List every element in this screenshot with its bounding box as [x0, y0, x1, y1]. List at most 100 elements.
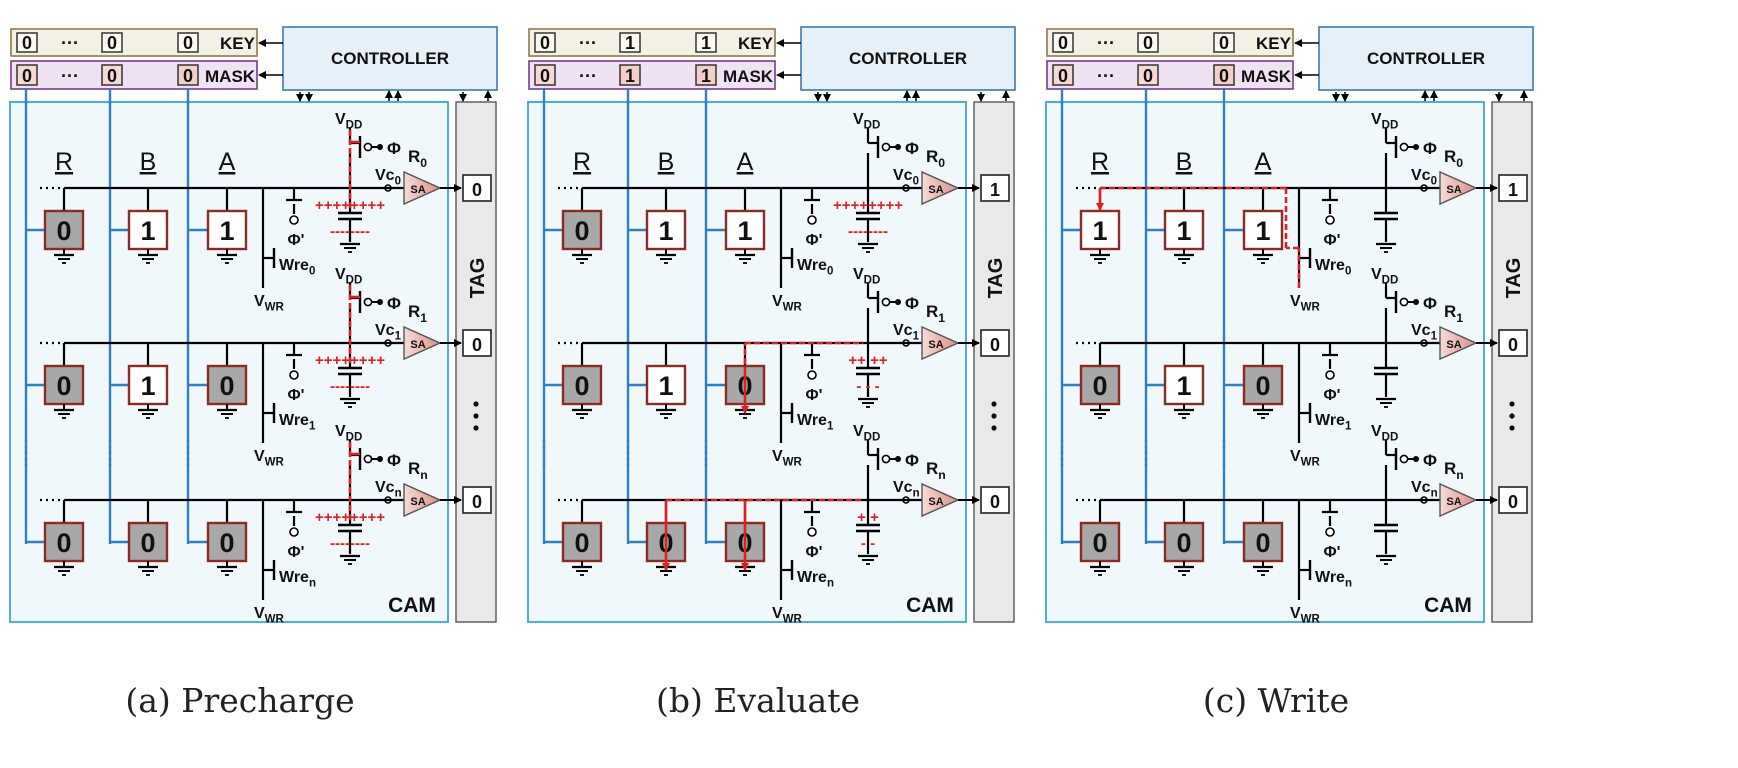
vc-label-0: Vc0	[893, 167, 919, 187]
tag-bit-2: 0	[472, 492, 482, 512]
cam-label: CAM	[388, 594, 436, 617]
wre-label-2-main: Wre	[1315, 569, 1345, 586]
cam-label: CAM	[906, 594, 954, 617]
vwr-label-2-sub: WR	[783, 613, 803, 625]
cam-cell-r0c1: 1	[658, 216, 673, 246]
vwr-label-0-main: V	[772, 293, 783, 310]
pmos-bubble	[1399, 454, 1409, 464]
tag-bit-box	[462, 486, 492, 514]
vc-label-0-main: Vc	[1411, 167, 1431, 184]
vc-label-1-main: Vc	[1411, 322, 1431, 339]
wre-label-2: Wren	[797, 569, 834, 589]
r-label-2: Rn	[1444, 459, 1464, 482]
key-bit-1: 0	[1143, 33, 1153, 53]
key-register	[1046, 28, 1294, 57]
key-bit-box	[534, 32, 556, 53]
tag-vdots	[1509, 413, 1515, 419]
wre-label-0-main: Wre	[279, 257, 309, 274]
vc-label-2-sub: n	[913, 487, 920, 499]
vwr-label-2: VWR	[772, 605, 803, 625]
phi-prime-label-1: Φ'	[806, 387, 823, 404]
key-bit-0: 0	[1058, 33, 1068, 53]
vwr-label-1: VWR	[1290, 448, 1321, 468]
vdd-label-0-main: V	[1371, 111, 1382, 128]
mask-bit-box	[101, 64, 123, 86]
wre-label-0-sub: 0	[309, 265, 315, 277]
mask-bit-0: 0	[22, 66, 32, 86]
phi-dot	[377, 299, 383, 305]
mask-label: MASK	[1241, 67, 1292, 86]
tag-vdots	[991, 425, 997, 431]
wre-label-0: Wre0	[797, 257, 833, 277]
vwr-label-2-main: V	[254, 605, 265, 622]
phi-prime-label-1: Φ'	[1324, 387, 1341, 404]
key-bit-box	[177, 32, 199, 53]
sense-amplifier	[1439, 170, 1478, 206]
cam-label: CAM	[1424, 594, 1472, 617]
vdd-label-0-main: V	[853, 111, 864, 128]
tag-label: TAG	[467, 258, 489, 299]
key-bit-box	[1137, 32, 1159, 53]
r-label-1-sub: 1	[420, 311, 427, 325]
vwr-label-0-sub: WR	[1301, 301, 1321, 313]
cam-cell-r1c0: 0	[574, 371, 589, 401]
charge-minus: --------	[848, 223, 888, 240]
key-label: KEY	[738, 34, 774, 53]
wre-label-1-sub: 1	[309, 420, 316, 432]
phi-prime-bubble	[807, 527, 817, 537]
sense-amplifier	[921, 325, 960, 361]
vwr-label-2: VWR	[1290, 605, 1321, 625]
column-header-B: B	[658, 148, 675, 176]
vc-label-0-sub: 0	[913, 175, 919, 187]
vc-label-2: Vcn	[375, 479, 402, 499]
phi-label-2: Φ	[905, 451, 919, 470]
phi-label-2: Φ	[387, 451, 401, 470]
cam-cell-r0c1: 1	[140, 216, 155, 246]
wre-label-1-main: Wre	[797, 412, 827, 429]
cam-cell-box	[645, 364, 687, 406]
sa-label: SA	[1446, 184, 1461, 196]
mask-bit-0: 0	[1058, 66, 1068, 86]
pmos-bubble	[881, 142, 891, 152]
controller-label: CONTROLLER	[849, 49, 967, 68]
panel-caption-1: (b) Evaluate	[656, 681, 860, 720]
phi-label-1: Φ	[905, 294, 919, 313]
phi-prime-label-1: Φ'	[288, 387, 305, 404]
wre-label-2-main: Wre	[279, 569, 309, 586]
vwr-label-0-main: V	[1290, 293, 1301, 310]
charge-minus: --------	[330, 223, 370, 240]
key-bit-0: 0	[22, 33, 32, 53]
phi-dot	[1413, 299, 1419, 305]
cam-cell-r1c1: 1	[658, 371, 673, 401]
wre-label-0: Wre0	[1315, 257, 1351, 277]
column-header-A: A	[737, 148, 754, 176]
charge-plus-small: + +	[857, 509, 879, 526]
cam-cell-box	[724, 209, 766, 251]
vc-label-2-main: Vc	[1411, 479, 1431, 496]
key-bit-box	[101, 32, 123, 53]
r-label-0: R0	[926, 147, 945, 170]
mask-bit-box	[16, 64, 38, 86]
r-label-2-main: R	[1444, 459, 1456, 478]
r-label-0-main: R	[408, 147, 420, 166]
vwr-label-1-main: V	[254, 448, 265, 465]
vdd-label-1-main: V	[335, 266, 346, 283]
tag-vdots	[1509, 401, 1515, 407]
cam-cell-box	[1163, 209, 1205, 251]
vc-label-2-main: Vc	[375, 479, 395, 496]
cam-cell-r2c0: 0	[1092, 528, 1107, 558]
vwr-label-0: VWR	[1290, 293, 1321, 313]
tag-label: TAG	[985, 258, 1007, 299]
sense-amplifier	[921, 482, 960, 518]
phi-dot	[895, 456, 901, 462]
r-label-1: R1	[926, 302, 945, 325]
cam-cell-r1c1: 1	[140, 371, 155, 401]
charge-minus-small: - - -	[856, 378, 879, 395]
phi-prime-label-2: Φ'	[806, 544, 823, 561]
r-label-0: R0	[408, 147, 427, 170]
vdd-label-2-main: V	[335, 423, 346, 440]
cam-cell-box	[1163, 364, 1205, 406]
tag-bit-2: 0	[1508, 492, 1518, 512]
charge-minus: --------	[330, 378, 370, 395]
mask-register	[1046, 60, 1294, 90]
